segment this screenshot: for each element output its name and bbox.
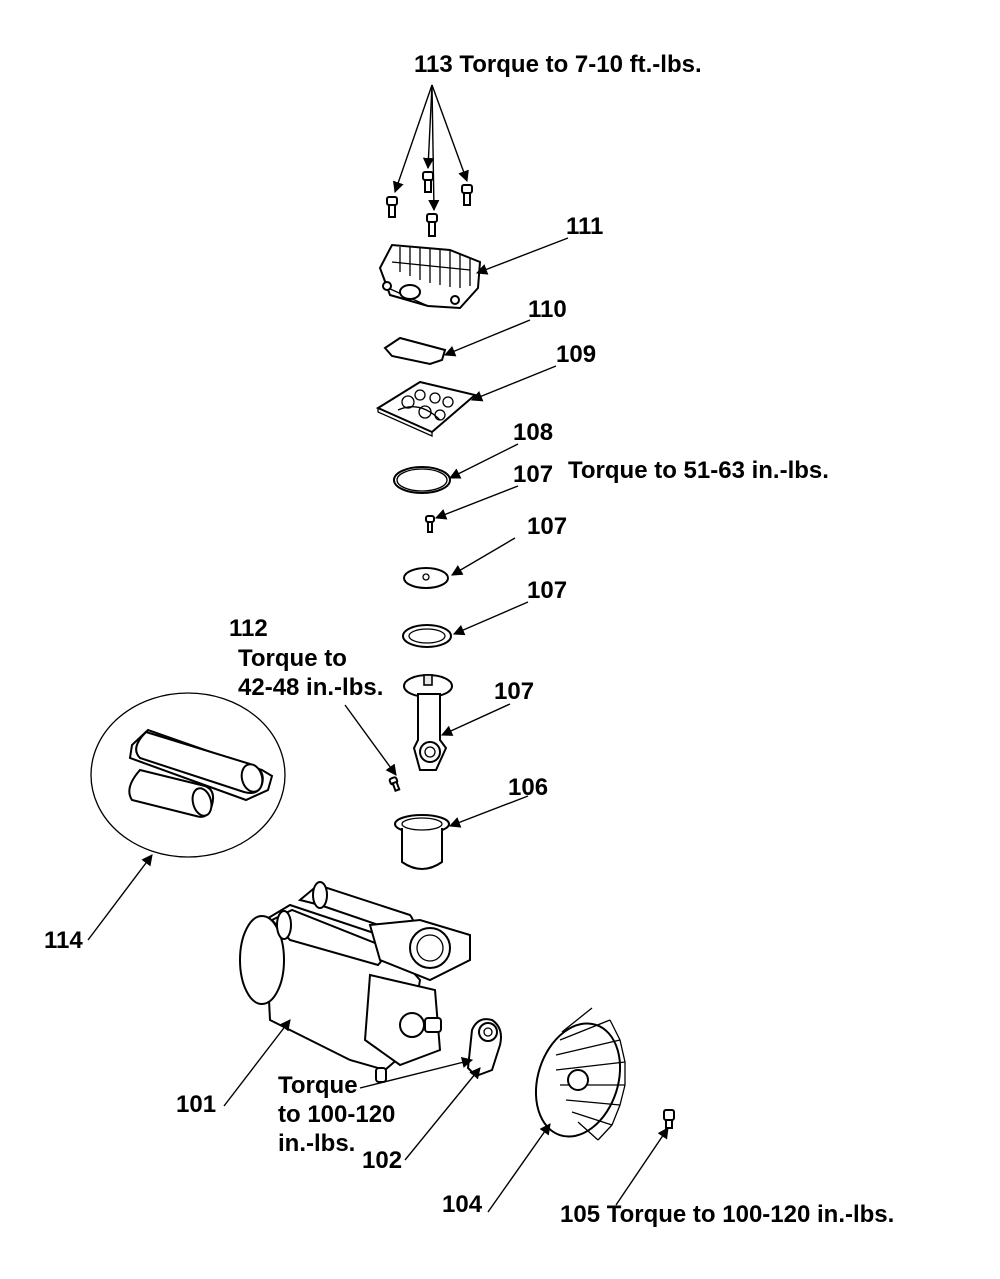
label-102: 102 bbox=[362, 1147, 403, 1174]
label-107c: 107 bbox=[527, 577, 568, 604]
leader-107d bbox=[440, 703, 511, 736]
leader-110 bbox=[443, 319, 531, 357]
label-102-note-3: in.-lbs. bbox=[278, 1130, 356, 1157]
label-113: 113 Torque to 7-10 ft.-lbs. bbox=[414, 51, 702, 78]
valve-plate-icon bbox=[375, 380, 478, 438]
leader-112 bbox=[344, 704, 397, 776]
label-108: 108 bbox=[513, 419, 554, 446]
leader-107c bbox=[452, 601, 529, 636]
leader-102 bbox=[404, 1067, 481, 1161]
label-110: 110 bbox=[528, 296, 567, 323]
label-107a: 107 bbox=[513, 461, 554, 488]
leader-107a bbox=[434, 485, 519, 520]
screw-113-icon bbox=[386, 171, 473, 237]
leader-107b bbox=[451, 537, 516, 576]
leader-109 bbox=[470, 365, 557, 402]
ring-107-icon bbox=[402, 624, 452, 648]
leader-105 bbox=[615, 1127, 669, 1206]
label-106: 106 bbox=[508, 774, 549, 801]
label-112-note-2: 42-48 in.-lbs. bbox=[238, 674, 384, 701]
label-111: 111 bbox=[566, 213, 604, 240]
leader-101 bbox=[223, 1019, 291, 1107]
leader-114 bbox=[87, 854, 153, 941]
capacitor-icon bbox=[90, 692, 286, 858]
label-112-note-1: Torque to bbox=[238, 645, 347, 672]
screw-107-icon bbox=[425, 515, 435, 533]
sleeve-icon bbox=[394, 814, 450, 870]
leader-104 bbox=[487, 1123, 551, 1213]
disc-107-icon bbox=[403, 567, 449, 589]
leader-102-note bbox=[359, 1057, 474, 1089]
label-105: 105 Torque to 100-120 in.-lbs. bbox=[560, 1201, 895, 1228]
leader-106 bbox=[448, 795, 529, 828]
label-102-note-1: Torque bbox=[278, 1072, 358, 1099]
label-107b: 107 bbox=[527, 513, 568, 540]
bolt-icon bbox=[663, 1109, 675, 1129]
label-109: 109 bbox=[556, 341, 597, 368]
motor-icon bbox=[239, 881, 471, 1083]
label-114: 114 bbox=[44, 927, 83, 954]
eccentric-icon bbox=[466, 1018, 502, 1078]
label-102-note-2: to 100-120 bbox=[278, 1101, 396, 1128]
screw-112-icon bbox=[388, 776, 401, 793]
label-107a-note: Torque to 51-63 in.-lbs. bbox=[568, 457, 829, 484]
connecting-rod-icon bbox=[403, 674, 453, 771]
leader-108 bbox=[448, 443, 519, 479]
label-112: 112 bbox=[229, 615, 268, 642]
label-104: 104 bbox=[442, 1191, 483, 1218]
cylinder-head-icon bbox=[378, 243, 482, 310]
label-107d: 107 bbox=[494, 678, 535, 705]
o-ring-icon bbox=[393, 466, 451, 494]
gasket-icon bbox=[383, 336, 447, 366]
leader-113 bbox=[393, 84, 469, 212]
label-101: 101 bbox=[176, 1091, 217, 1118]
fan-icon bbox=[534, 1007, 626, 1141]
leader-111 bbox=[475, 237, 569, 275]
